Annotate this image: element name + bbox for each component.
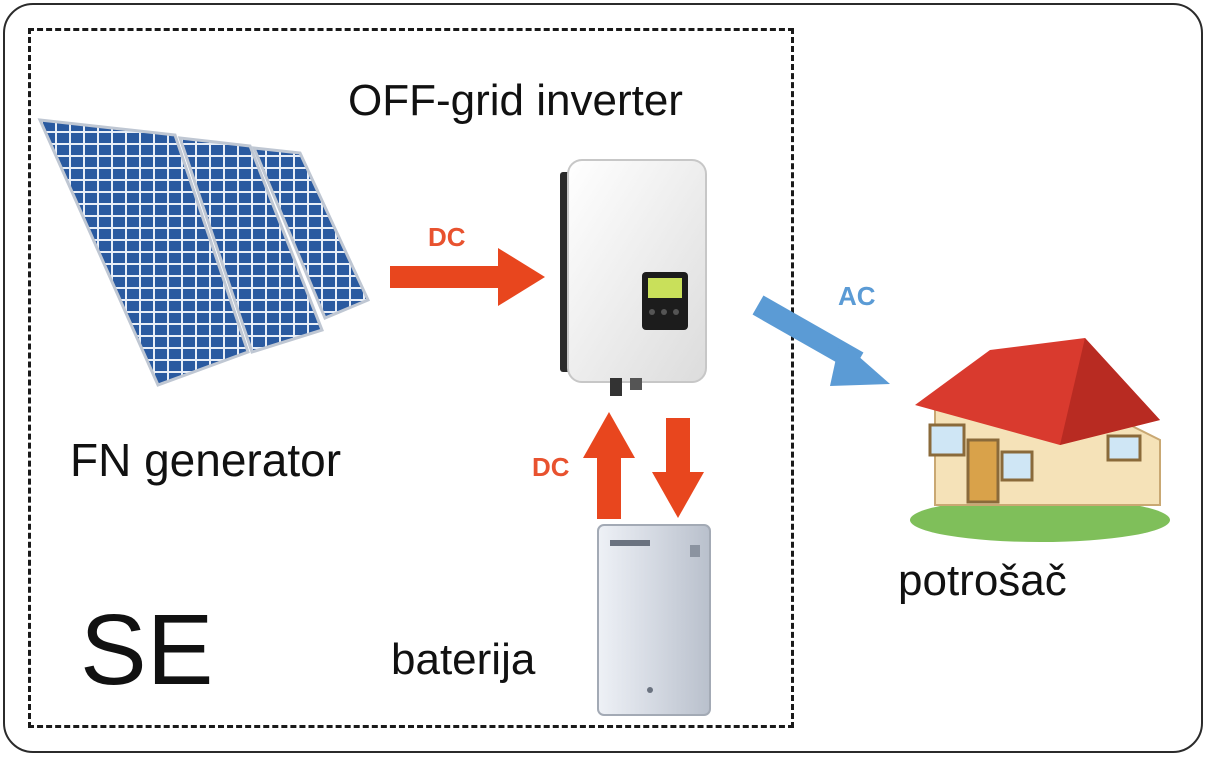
dc-flow-label-pv: DC — [428, 222, 466, 252]
ac-flow-label: AC — [838, 281, 876, 311]
consumer-label: potrošač — [898, 556, 1067, 605]
dc-arrow-up — [583, 412, 635, 519]
inverter-label: OFF-grid inverter — [348, 76, 683, 125]
dc-arrow-down — [652, 418, 704, 518]
battery-icon — [597, 524, 711, 716]
dc-flow-label-battery: DC — [532, 452, 570, 482]
battery-label: baterija — [391, 635, 536, 684]
inverter-icon — [560, 159, 707, 396]
system-label: SE — [80, 594, 214, 706]
system-boundary — [28, 28, 794, 728]
solar-panel-icon — [37, 118, 371, 387]
fn-generator-label: FN generator — [70, 434, 342, 486]
ac-arrow — [752, 295, 890, 386]
house-icon — [910, 338, 1170, 542]
dc-arrow-right — [390, 248, 545, 306]
